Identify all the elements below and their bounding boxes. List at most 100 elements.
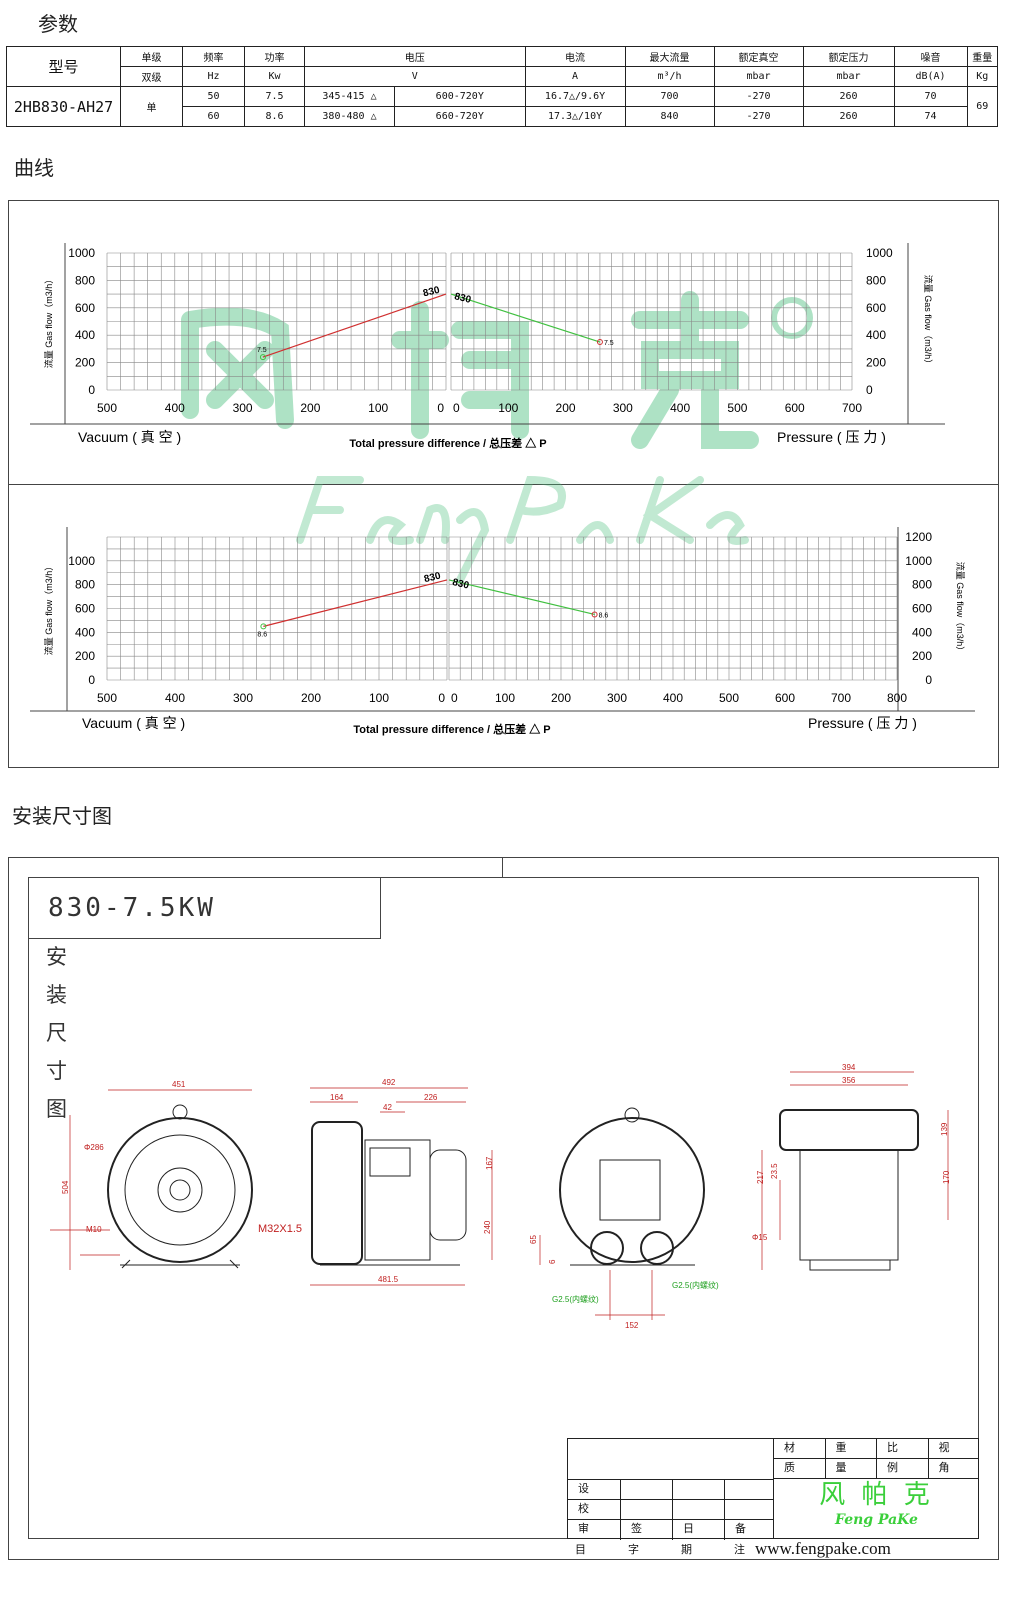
dim-label: 139 — [940, 1122, 949, 1136]
x-tick-label: 600 — [775, 691, 795, 705]
tb-cell: 期 — [681, 1543, 692, 1556]
tb-cell: 注 — [734, 1543, 745, 1556]
tb-cell: 例 — [876, 1459, 928, 1479]
tb-cell: 备 — [724, 1520, 773, 1540]
dim-label: M32X1.5 — [258, 1223, 302, 1235]
dim-label: 42 — [383, 1103, 392, 1112]
x-tick-label: 100 — [368, 401, 388, 415]
website-url[interactable]: www.fengpake.com — [755, 1539, 891, 1558]
tb-cell: 审 — [578, 1522, 589, 1535]
x-tick-label: 200 — [301, 691, 321, 705]
y-tick-label: 400 — [75, 328, 95, 342]
data-point — [259, 354, 266, 361]
drawing-title: 830-7.5KW — [48, 893, 216, 923]
y-tick-label: 600 — [75, 602, 95, 616]
tb-cell: 角 — [927, 1459, 979, 1479]
logo-cn: 风 帕 克 — [819, 1480, 934, 1510]
char: 图 — [46, 1097, 67, 1121]
x-tick-label: 300 — [233, 401, 253, 415]
dim-label: 23.5 — [770, 1163, 779, 1179]
x-tick-label: 600 — [785, 401, 805, 415]
char: 寸 — [46, 1059, 67, 1083]
side-view — [311, 1121, 467, 1266]
cell: 840 — [624, 106, 715, 127]
drawing-vertical-label: 安 装 尺 寸 图 — [46, 938, 68, 1128]
section-curves-title: 曲线 — [14, 156, 54, 180]
series-line — [263, 579, 448, 627]
x-tick-label: 400 — [165, 401, 185, 415]
dim-label: 394 — [842, 1063, 856, 1072]
y-tick-label: 0 — [88, 673, 95, 687]
title-block: 材 重 比 视 质 量 例 角 设 校 审 签 日 备 风 帕 克 Feng P… — [567, 1438, 979, 1540]
x-axis-title: Total pressure difference / 总压差 △ P — [353, 722, 550, 736]
vacuum-label: Vacuum ( 真 空 ) — [78, 429, 181, 445]
tb-cell: 字 — [628, 1543, 639, 1556]
point-label: 830 — [422, 285, 441, 300]
section-params-title: 参数 — [38, 12, 78, 36]
outlet-view — [559, 1107, 705, 1266]
dimension-lines — [761, 1071, 949, 1270]
y-tick-label: 1200 — [905, 530, 932, 544]
y-tick-label: 400 — [912, 625, 932, 639]
data-point — [260, 623, 267, 630]
x-axis-title: Total pressure difference / 总压差 △ P — [349, 436, 546, 450]
dim-label: 6 — [548, 1259, 557, 1264]
dim-label: G2.5(内螺纹) — [552, 1294, 599, 1304]
x-tick-label: 500 — [97, 691, 117, 705]
tb-cell: 质 — [773, 1459, 825, 1479]
x-tick-label: 500 — [719, 691, 739, 705]
cell: 380-480 △ — [304, 106, 395, 127]
dim-label: 164 — [330, 1093, 344, 1102]
y-tick-label: 1000 — [68, 554, 95, 568]
series-line — [262, 293, 447, 358]
vacuum-label: Vacuum ( 真 空 ) — [82, 715, 185, 731]
drawing-inner-frame — [28, 877, 979, 1539]
y-tick-label: 0 — [925, 673, 932, 687]
title-block-footer: 目字期注 — [575, 1541, 745, 1557]
y-tick-label: 800 — [866, 273, 886, 287]
tb-cell: 签 — [620, 1520, 672, 1540]
point-label: 830 — [423, 570, 442, 585]
dim-label: 481.5 — [378, 1275, 399, 1284]
table-row: 60 8.6 380-480 △ 660-720Y 17.3△/10Y 840 … — [7, 106, 998, 127]
y-tick-label: 400 — [866, 328, 886, 342]
y-tick-label: 0 — [866, 383, 873, 397]
tb-cell: 材 — [773, 1439, 825, 1459]
x-tick-label: 500 — [727, 401, 747, 415]
x-tick-label: 200 — [300, 401, 320, 415]
x-tick-label: 400 — [165, 691, 185, 705]
frame-tick — [502, 857, 503, 877]
x-tick-label: 800 — [887, 691, 907, 705]
header-model: 型号 — [6, 46, 121, 87]
dim-label: 217 — [756, 1170, 765, 1184]
logo-en: Feng PaKe — [835, 1512, 918, 1528]
y-tick-label: 600 — [866, 301, 886, 315]
tb-cell: 量 — [824, 1459, 876, 1479]
technical-drawings: 451 Φ286 504 M10 492 164 42 226 167 240 … — [50, 1063, 951, 1330]
x-tick-label: 700 — [842, 401, 862, 415]
tb-cell: 视 — [927, 1439, 979, 1459]
tb-cell: 重 — [824, 1439, 876, 1459]
y-axis-title-left: 流量 Gas flow（m3/h） — [43, 562, 54, 656]
y-axis-title-left: 流量 Gas flow（m3/h） — [43, 275, 54, 369]
data-point — [591, 611, 598, 618]
x-tick-label: 200 — [551, 691, 571, 705]
weight-cell: 69 — [966, 86, 999, 127]
x-tick-label: 0 — [438, 691, 445, 705]
x-tick-label: 700 — [831, 691, 851, 705]
y-tick-label: 400 — [75, 625, 95, 639]
x-tick-label: 100 — [369, 691, 389, 705]
dim-label: G2.5(内螺纹) — [672, 1280, 719, 1290]
model-cell: 2HB830-AH27 — [6, 86, 121, 127]
dim-label: M10 — [86, 1225, 102, 1234]
point-label: 7.5 — [257, 347, 267, 354]
dim-label: 240 — [483, 1220, 492, 1234]
point-label: 7.5 — [604, 340, 614, 347]
dim-label: Φ15 — [752, 1233, 768, 1242]
dim-label: Φ286 — [84, 1143, 104, 1152]
x-tick-label: 300 — [233, 691, 253, 705]
point-label: 8.6 — [257, 631, 267, 638]
point-label: 830 — [453, 291, 472, 306]
tb-cell: 日 — [672, 1520, 724, 1540]
